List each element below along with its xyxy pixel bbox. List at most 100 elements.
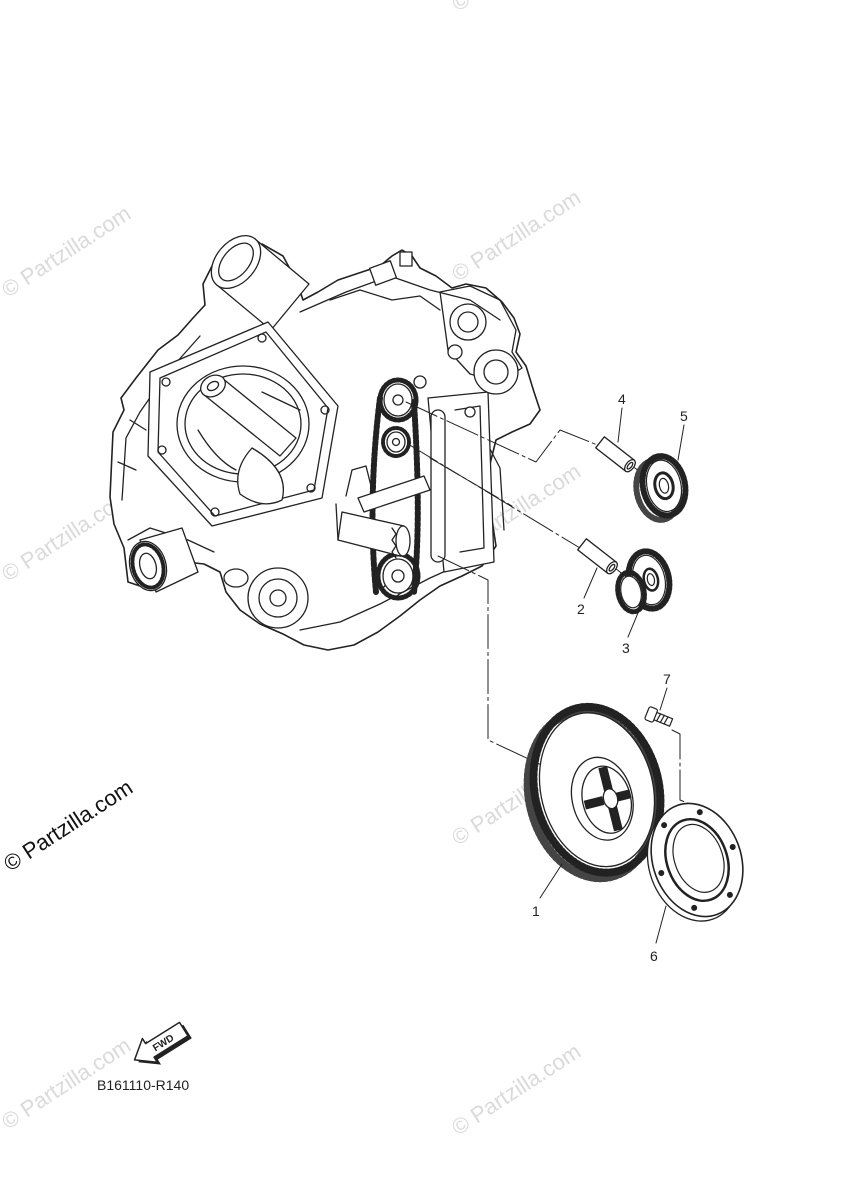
cam-bolt (447, 344, 463, 360)
leader-line-part-7 (659, 687, 668, 711)
fwd-arrow-icon: FWD (133, 1021, 192, 1065)
output-shaft-bore (138, 552, 158, 580)
gasket-bolt-hole (320, 405, 330, 415)
gasket-bolt-hole (157, 445, 167, 455)
gear-hub-ring (570, 756, 634, 841)
starter-shaft (337, 511, 405, 557)
callout-part-4: 4 (618, 391, 626, 407)
crank-pin (200, 374, 226, 398)
diagram-code: B161110-R140 (97, 1077, 189, 1093)
starter-shaft-spring (391, 527, 397, 559)
pin-bore (608, 563, 616, 572)
assembly-line-part-2-3 (429, 457, 513, 507)
pin-bore (626, 461, 634, 470)
callout-part-2: 2 (577, 601, 585, 617)
leader-line-part-5 (677, 424, 685, 461)
part-2-pin (577, 538, 618, 575)
crankcase-contour (121, 275, 501, 631)
callouts: 4 5 2 3 7 1 6 (532, 391, 688, 964)
engine-crankcase (109, 235, 541, 651)
ring-inner-edge (664, 817, 730, 903)
part-3-gear (615, 548, 673, 615)
cam-boss-inner (457, 311, 479, 333)
top-fitting-detail (329, 289, 441, 311)
ring-bolt-hole (696, 809, 703, 816)
watermark-text: © Partzilla.com (447, 1038, 585, 1140)
cam-sprocket (377, 377, 419, 423)
watermark-text: © Partzilla.com (447, 184, 585, 286)
callout-part-7: 7 (663, 671, 671, 687)
cam-boss-inner (483, 359, 509, 385)
gear-bore (658, 477, 670, 494)
leader-line-part-6 (655, 905, 667, 944)
starter-shaft-detail (335, 465, 373, 541)
cam-housing (439, 285, 523, 383)
crankcase-boss-hole (269, 589, 287, 607)
gasket-bolt-hole (257, 333, 267, 343)
gasket-bolt-hole (161, 377, 171, 387)
gasket-bolt-hole (306, 483, 316, 493)
crank-sprocket-hub (391, 569, 405, 583)
crank-web (237, 447, 284, 505)
idle-sprocket-hub (391, 437, 401, 447)
callout-part-3: 3 (622, 640, 630, 656)
fwd-arrow-shape (133, 1021, 189, 1063)
ring-bolt-hole (691, 904, 698, 911)
output-shaft-spline (130, 542, 166, 590)
gear-hub-spoke (583, 796, 605, 810)
ring-bolt-hole (726, 891, 733, 898)
gear-teeth (529, 702, 665, 877)
top-fitting (368, 260, 398, 286)
leader-line-part-2 (583, 567, 598, 599)
part-1-gear (523, 702, 665, 883)
shift-lever (357, 475, 431, 513)
starter-shaft-end (395, 525, 411, 557)
crankcase-boss-inner (258, 578, 298, 618)
crankcase-boss-small (223, 568, 249, 588)
cylinder-boss-bore (218, 242, 254, 282)
gear-hub (653, 471, 675, 501)
crank-sprocket-face (382, 558, 414, 594)
callout-part-1: 1 (532, 903, 540, 919)
cam-bolt (413, 375, 427, 389)
gear-face-small (620, 575, 642, 609)
leader-line-part-3 (627, 607, 641, 638)
crank-detail (197, 391, 301, 471)
assembly-line-part-7 (671, 729, 701, 809)
part-5-gear (633, 453, 689, 523)
assembly-line-part-4-5 (405, 401, 601, 463)
cylinder-boss-face (210, 235, 262, 289)
ring-inner (672, 823, 725, 893)
leader-line-part-1 (539, 863, 563, 899)
callout-leaders (539, 407, 685, 944)
top-fitting (399, 251, 413, 267)
cam-boss (449, 303, 487, 341)
part-4-pin (595, 436, 636, 473)
cam-sprocket-hub (392, 394, 404, 406)
part-6-clutch-ring (646, 802, 744, 922)
gear-teeth (639, 453, 689, 519)
watermark-text: © Partzilla.com (0, 200, 135, 302)
ring-bolt-hole (658, 869, 665, 876)
ring-bolt-hole (729, 844, 736, 851)
cam-boss (473, 349, 519, 395)
idle-sprocket (381, 426, 411, 458)
idle-sprocket-face (386, 431, 406, 453)
bolt-head (644, 706, 658, 723)
assembly-line-part-1 (437, 555, 549, 769)
gear-teeth-small (615, 569, 647, 615)
part-7-bolt (644, 706, 674, 727)
callout-part-6: 6 (650, 948, 658, 964)
gear-hub (642, 567, 660, 592)
crank-pin-end (206, 380, 220, 392)
callout-part-5: 5 (680, 408, 688, 424)
watermark-text: © Partzilla.com (447, 0, 585, 16)
gear-bore (602, 788, 619, 810)
watermark-text-dark: © Partzilla.com (0, 774, 137, 876)
ring-bolt-hole (661, 822, 668, 829)
cam-bolt (464, 406, 476, 418)
leader-line-part-4 (617, 407, 623, 443)
cam-sprocket-face (383, 383, 413, 417)
crankcase-boss (247, 567, 309, 629)
